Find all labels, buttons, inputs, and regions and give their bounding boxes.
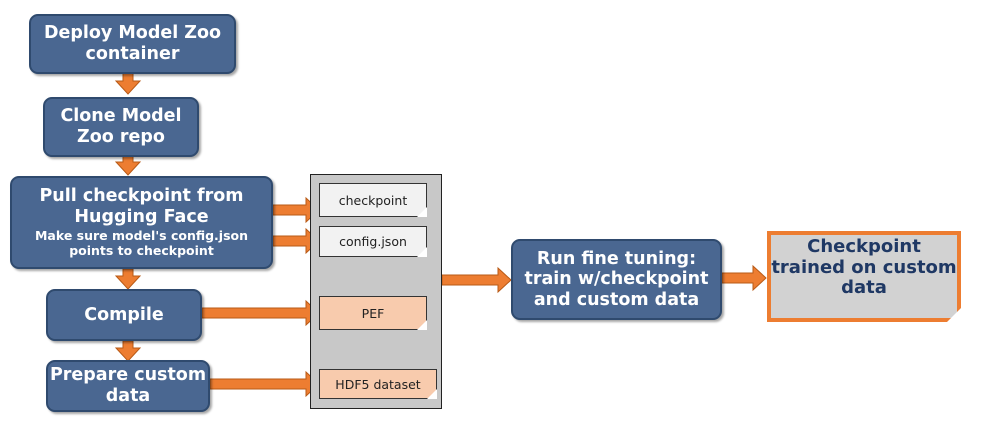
- prepare-data-label: Prepare custom data: [49, 365, 207, 406]
- pef-file-label: PEF: [361, 305, 385, 321]
- page-fold-icon: [417, 320, 427, 330]
- fine-tuning-step: Run fine tuning: train w/checkpoint and …: [511, 239, 722, 320]
- deploy-container-label: Deploy Model Zoo container: [43, 23, 222, 64]
- config-file: config.json: [319, 226, 427, 257]
- page-fold-icon: [417, 207, 427, 217]
- checkpoint-file: checkpoint: [319, 183, 427, 217]
- hdf5-file-label: HDF5 dataset: [335, 376, 421, 392]
- arrow-clone-to-pull: [114, 154, 142, 176]
- arrow-pull-to-compile: [114, 268, 142, 290]
- arrow-compile-to-pef: [201, 299, 320, 327]
- pull-checkpoint-step: Pull checkpoint from Hugging Face Make s…: [10, 176, 273, 269]
- arrow-panel-to-finetune: [441, 266, 512, 294]
- trained-checkpoint-label: Checkpoint trained on custom data: [771, 236, 957, 299]
- clone-repo-step: Clone Model Zoo repo: [43, 97, 199, 157]
- pef-file: PEF: [319, 296, 427, 330]
- page-fold-icon: [427, 389, 437, 399]
- deploy-container-step: Deploy Model Zoo container: [29, 14, 236, 74]
- page-fold-icon: [417, 247, 427, 257]
- arrow-prepare-to-hdf5: [209, 370, 320, 398]
- hdf5-file: HDF5 dataset: [319, 369, 437, 399]
- pull-checkpoint-note: Make sure model's config.json points to …: [34, 227, 249, 259]
- trained-checkpoint-result: Checkpoint trained on custom data: [767, 231, 961, 322]
- checkpoint-file-label: checkpoint: [338, 192, 408, 208]
- arrow-finetune-to-result: [721, 264, 767, 292]
- page-fold-icon: [943, 304, 965, 326]
- compile-label: Compile: [84, 304, 164, 325]
- pull-checkpoint-label: Pull checkpoint from Hugging Face: [39, 186, 244, 227]
- fine-tuning-label: Run fine tuning: train w/checkpoint and …: [524, 248, 709, 310]
- arrow-deploy-to-clone: [114, 72, 142, 95]
- compile-step: Compile: [46, 289, 202, 341]
- clone-repo-label: Clone Model Zoo repo: [60, 106, 182, 147]
- config-file-label: config.json: [339, 234, 407, 249]
- arrow-compile-to-prepare: [114, 340, 142, 362]
- prepare-data-step: Prepare custom data: [46, 360, 210, 412]
